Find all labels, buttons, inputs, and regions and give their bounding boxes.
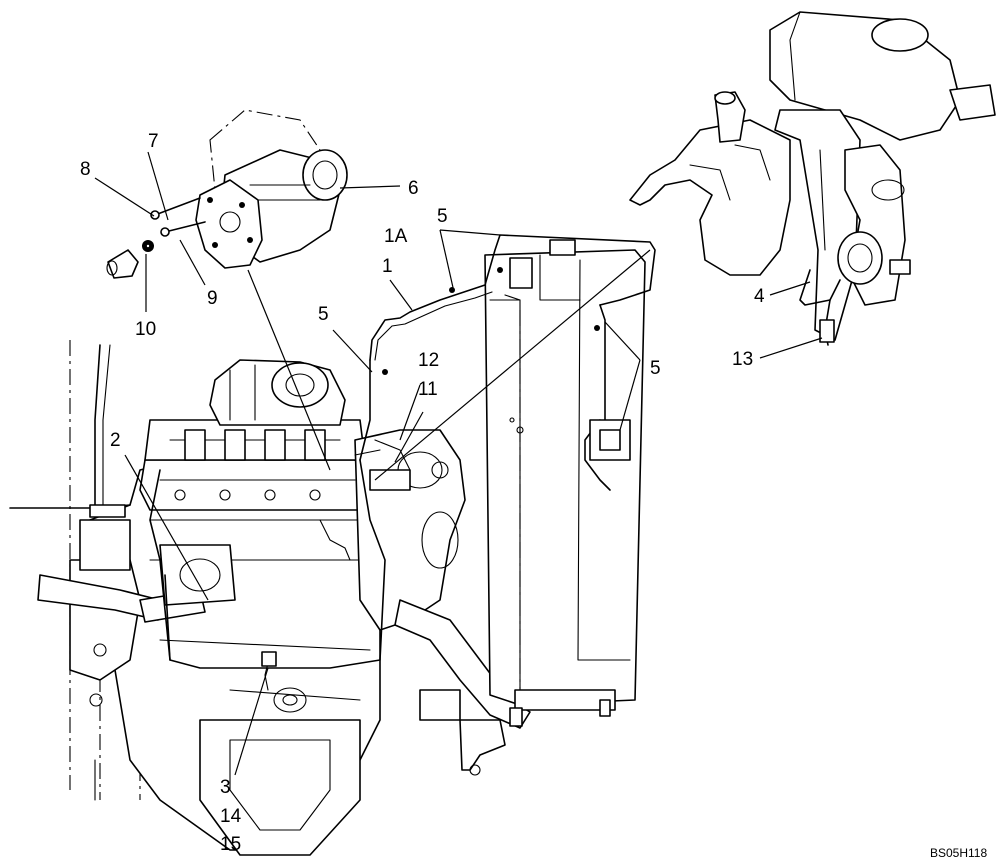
engine-assembly [9, 340, 531, 856]
alternator [195, 109, 348, 269]
terminal-hardware [106, 197, 206, 279]
callout-5-right: 5 [650, 358, 661, 379]
callout-10: 10 [135, 319, 156, 340]
callout-7: 7 [148, 131, 159, 152]
air-intake [629, 11, 996, 346]
callout-labels: 7 8 9 10 6 5 1A 1 5 5 12 11 2 4 13 3 14 … [80, 131, 765, 855]
callout-6: 6 [408, 178, 419, 199]
callout-14: 14 [220, 806, 242, 827]
callout-5-top: 5 [437, 206, 448, 227]
callout-1a: 1A [384, 226, 408, 247]
callout-1: 1 [382, 256, 393, 277]
callout-12: 12 [418, 350, 439, 371]
callout-13: 13 [732, 349, 753, 370]
callout-2: 2 [110, 430, 121, 451]
callout-4: 4 [754, 286, 765, 307]
figure-code: BS05H118 [930, 846, 987, 860]
callout-3: 3 [220, 777, 231, 798]
leader-lines [94, 151, 823, 776]
radiator [484, 239, 646, 727]
callout-5-left: 5 [318, 304, 329, 325]
callout-9: 9 [207, 288, 218, 309]
callout-8: 8 [80, 159, 91, 180]
callout-11: 11 [418, 379, 438, 400]
harness-routing [354, 234, 656, 491]
callout-15: 15 [220, 834, 241, 855]
